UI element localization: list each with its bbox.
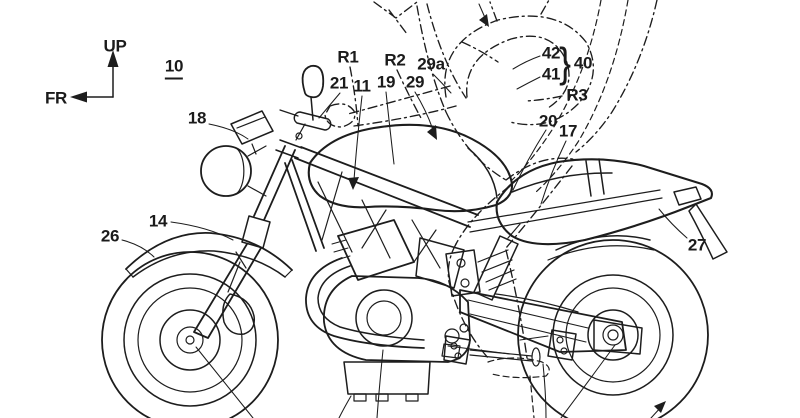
footpeg-assembly [443, 329, 577, 367]
label-r2: R2 [384, 50, 406, 70]
front-brake-caliper [222, 293, 256, 335]
compass [70, 50, 119, 103]
exhaust-pipe [305, 257, 425, 349]
compass-up-label: UP [103, 36, 127, 56]
rider-torso [416, 3, 507, 181]
compass-front-label: FR [44, 88, 68, 108]
label-26: 26 [100, 226, 120, 246]
fuel-tank [307, 123, 514, 213]
rider-thigh [455, 165, 573, 249]
rider-arm-outer [444, 15, 594, 126]
label-40-brace: } [559, 39, 571, 86]
rider-arm-inner [466, 35, 570, 109]
label-29: 29 [405, 72, 425, 92]
label-27: 27 [687, 235, 707, 255]
label-14: 14 [148, 211, 168, 231]
front-fender [125, 232, 293, 278]
label-r3: R3 [566, 85, 588, 105]
front-arrow-icon [70, 91, 87, 103]
front-wheel [101, 251, 279, 418]
frame-trellis [284, 146, 663, 297]
label-21: 21 [329, 73, 349, 93]
label-18: 18 [187, 108, 207, 128]
rear-wheel [517, 239, 709, 418]
rider-foot [487, 357, 550, 379]
handlebar [279, 109, 332, 141]
rider-hand-lines [373, 1, 418, 35]
rider-back-line-41 [535, 0, 629, 193]
headlight [200, 145, 267, 197]
rider-reference-r3-line [575, 0, 658, 153]
label-40: 40 [573, 53, 593, 73]
front-fork [193, 139, 303, 339]
label-41: 41 [541, 64, 561, 84]
label-20: 20 [538, 111, 558, 131]
label-17: 17 [558, 121, 578, 141]
tail-light [673, 186, 702, 206]
label-42: 42 [541, 43, 561, 63]
rear-shock [473, 223, 521, 301]
label-29a: 29a [417, 54, 445, 74]
rider-leg [447, 243, 528, 361]
instrument-cluster [230, 110, 274, 155]
up-arrow-icon [107, 50, 119, 67]
engine [323, 219, 471, 402]
label-11: 11 [353, 76, 371, 96]
label-r1: R1 [337, 47, 359, 67]
rider-hand-on-grip [324, 103, 356, 128]
rider-forearm [347, 85, 457, 127]
rear-view-mirror [301, 64, 325, 121]
leader-lines [121, 3, 688, 418]
figure-number: 10 [164, 56, 183, 80]
label-19: 19 [376, 72, 396, 92]
